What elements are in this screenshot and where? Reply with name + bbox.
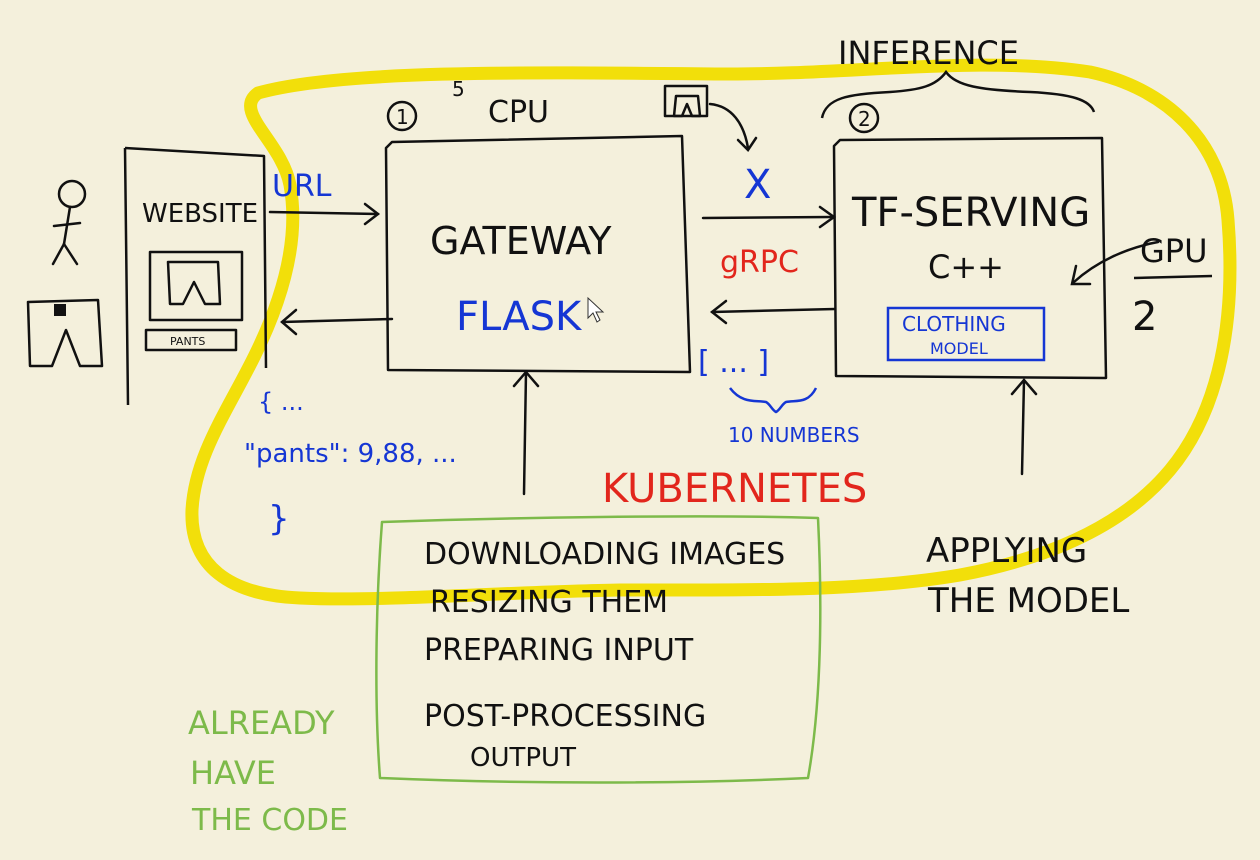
gateway-input-arrow: [512, 370, 540, 496]
grpc-response-arrow: [709, 299, 837, 325]
tf-serving-box: [832, 136, 1108, 380]
ten-numbers-label: 10 NUMBERS: [728, 423, 860, 447]
step-1-badge: 1: [386, 100, 418, 132]
flask-label: FLASK: [456, 294, 583, 340]
json-close: }: [268, 499, 290, 539]
task-output: OUTPUT: [470, 743, 576, 773]
gateway-tasks-box: [375, 515, 822, 784]
step-2-badge: 2: [848, 102, 880, 134]
step-1-number: 1: [396, 105, 409, 129]
task-post-processing: POST-PROCESSING: [424, 699, 706, 734]
thumbnail-to-x-arrow: [708, 102, 758, 152]
model-input-arrow: [1010, 378, 1038, 476]
already-line3: THE CODE: [191, 803, 348, 838]
pants-thumbnail-icon: [663, 84, 709, 118]
gpu-label: GPU: [1140, 232, 1208, 270]
cpp-label: C++: [928, 248, 1004, 286]
url-request-arrow: [268, 202, 381, 226]
inference-label: INFERENCE: [838, 34, 1019, 72]
mouse-cursor-icon: [587, 296, 605, 323]
grpc-label: gRPC: [720, 245, 799, 280]
clothing-model-line1: CLOTHING: [902, 312, 1006, 336]
json-open: { ...: [258, 388, 304, 416]
applying-line1: APPLYING: [926, 531, 1087, 571]
tf-serving-label: TF-SERVING: [851, 190, 1090, 236]
inference-brace: [820, 69, 1096, 119]
website-box: [123, 146, 268, 406]
grpc-request-arrow: [701, 205, 837, 229]
clothing-model-box: [886, 306, 1046, 362]
gpu-arrow: [1070, 240, 1160, 286]
clothing-model-line2: MODEL: [930, 339, 988, 358]
prediction-brace: [729, 387, 818, 414]
user-figure: [51, 179, 87, 266]
cpu-label: CPU: [488, 95, 549, 130]
step-2-number: 2: [858, 107, 871, 131]
already-line1: ALREADY: [188, 704, 335, 742]
gpu-count: 2: [1132, 294, 1157, 340]
inference-scope-outline: [185, 58, 1237, 606]
task-preparing: PREPARING INPUT: [424, 633, 694, 668]
gpu-underline: [1133, 274, 1213, 280]
pants-photo: [26, 298, 104, 368]
json-pants: "pants": 9,88, ...: [244, 439, 457, 469]
gateway-box: [384, 134, 692, 374]
pants-caption: PANTS: [170, 335, 205, 348]
gateway-label: GATEWAY: [430, 219, 612, 263]
applying-line2: THE MODEL: [927, 581, 1129, 621]
url-label: URL: [272, 169, 332, 204]
x-label: X: [744, 162, 771, 208]
prediction-vector: [ ... ]: [698, 345, 769, 380]
response-arrow: [280, 308, 394, 336]
task-downloading: DOWNLOADING IMAGES: [424, 537, 785, 572]
task-resizing: RESIZING THEM: [430, 585, 668, 620]
kubernetes-label: KUBERNETES: [602, 466, 867, 512]
website-label: WEBSITE: [142, 199, 258, 229]
cpu-mark: 5: [452, 77, 465, 101]
already-line2: HAVE: [190, 754, 276, 792]
